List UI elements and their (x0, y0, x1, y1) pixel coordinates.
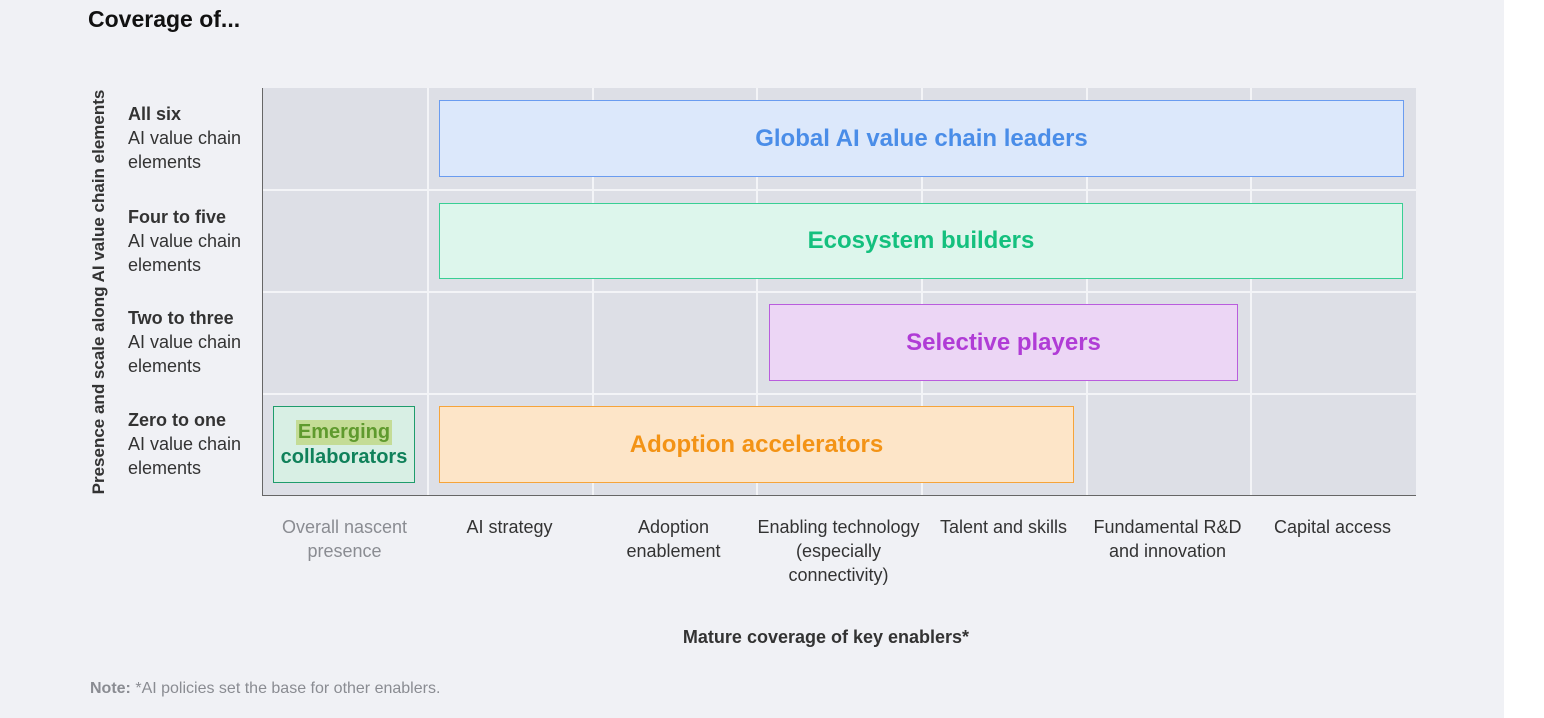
page-background: Coverage of... Presence and scale along … (0, 0, 1504, 718)
page-title: Coverage of... (88, 6, 241, 32)
x-axis-label: Mature coverage of key enablers* (682, 627, 970, 647)
row-label-sub: AI value chain elements (128, 128, 242, 172)
row-label-sub: AI value chain elements (128, 332, 242, 376)
column-label-adoption-enablement: Adoption enablement (626, 517, 721, 561)
row-label-lead: Zero to one (128, 410, 226, 430)
row-label-all-six: All six AI value chain elements (128, 102, 258, 174)
grid-divider (263, 291, 1416, 293)
row-label-zero-to-one: Zero to one AI value chain elements (128, 408, 258, 480)
row-label-four-to-five: Four to five AI value chain elements (128, 205, 258, 277)
column-label-talent-and-skills: Talent and skills (939, 517, 1068, 537)
row-label-sub: AI value chain elements (128, 231, 242, 275)
column-label-ai-strategy: AI strategy (466, 517, 553, 537)
segment-global-leaders: Global AI value chain leaders (439, 100, 1404, 177)
segment-emerging-collaborators: Emerging collaborators (273, 406, 415, 483)
segment-label-line1: Emerging (295, 419, 393, 445)
column-label-capital-access: Capital access (1273, 517, 1392, 537)
row-label-two-to-three: Two to three AI value chain elements (128, 306, 258, 378)
grid-divider (263, 189, 1416, 191)
row-label-lead: All six (128, 104, 182, 124)
grid-divider (263, 393, 1416, 395)
segment-selective-players: Selective players (769, 304, 1238, 381)
footnote-lead: Note: (90, 680, 131, 697)
column-label-enabling-technology: Enabling technology (especially connecti… (757, 517, 920, 585)
footnote: Note: *AI policies set the base for othe… (90, 680, 440, 698)
footnote-text: *AI policies set the base for other enab… (130, 680, 441, 697)
row-label-lead: Four to five (128, 207, 226, 227)
column-label-overall-nascent-presence: Overall nascent presence (281, 517, 408, 561)
segment-ecosystem-builders: Ecosystem builders (439, 203, 1403, 279)
column-label-fundamental-rd: Fundamental R&D and innovation (1093, 517, 1242, 561)
segment-adoption-accelerators: Adoption accelerators (439, 406, 1074, 483)
coverage-grid: Global AI value chain leaders Ecosystem … (262, 88, 1416, 496)
segment-label-line2: collaborators (280, 445, 408, 468)
row-label-sub: AI value chain elements (128, 434, 242, 478)
row-label-lead: Two to three (128, 308, 234, 328)
y-axis-label: Presence and scale along AI value chain … (89, 89, 108, 495)
